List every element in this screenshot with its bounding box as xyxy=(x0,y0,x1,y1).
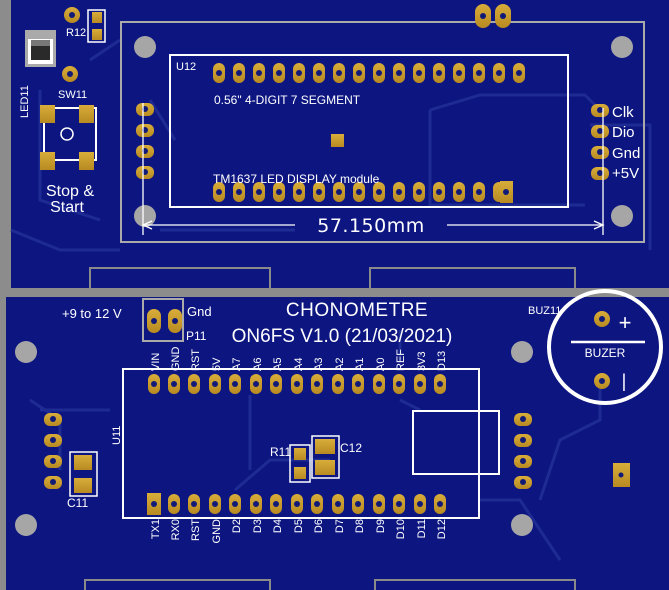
pin-label-top: A7 xyxy=(231,358,243,371)
pin-label-top: 3V3 xyxy=(416,351,428,371)
pin-label-top: A0 xyxy=(375,358,387,371)
pin-label-top: 5V xyxy=(211,357,223,371)
led11-label: LED11 xyxy=(19,85,31,118)
display-bottom-header xyxy=(213,181,513,203)
pin-label-bottom: D4 xyxy=(272,519,284,533)
display-top-header xyxy=(213,63,525,83)
buzzer-minus-label: | xyxy=(622,371,627,391)
pin-label-bottom: TX1 xyxy=(150,519,162,539)
pin-label-top: REF xyxy=(395,349,407,371)
pin-label-clk: Clk xyxy=(612,104,634,121)
display-module-outline xyxy=(120,21,645,243)
pin-label-bottom: D6 xyxy=(313,519,325,533)
pin-label-top: VIN xyxy=(150,353,162,371)
pin-label-bottom: D3 xyxy=(252,519,264,533)
mount-hole xyxy=(15,341,37,363)
led11 xyxy=(25,30,56,67)
pin-label-bottom: GND xyxy=(211,519,223,544)
arduino-ref-label: U11 xyxy=(111,426,123,445)
pin-label-bottom: D5 xyxy=(293,519,305,533)
pin-label-top: A1 xyxy=(354,358,366,371)
display-right-header xyxy=(591,104,609,180)
pin-label-bottom: D8 xyxy=(354,519,366,533)
pin-label-bottom: RX0 xyxy=(170,519,182,540)
display-title: 0.56" 4-DIGIT 7 SEGMENT xyxy=(214,93,361,107)
left-header xyxy=(44,413,62,489)
pin-label-bottom: D11 xyxy=(416,519,428,538)
right-header xyxy=(514,413,532,489)
bottom-board: CHONOMETRE ON6FS V1.0 (21/03/2021) +9 to… xyxy=(6,289,669,590)
mount-hole xyxy=(511,514,533,536)
buzzer-ref-label: BUZ11 xyxy=(528,305,561,317)
pin-label-top: A3 xyxy=(313,358,325,371)
sw11 xyxy=(40,105,97,170)
power-connector xyxy=(142,298,184,342)
edge-cutout xyxy=(374,579,576,590)
power-label: +9 to 12 V xyxy=(62,306,122,321)
pin-label-bottom: D9 xyxy=(375,519,387,533)
pin-label-bottom: D2 xyxy=(231,519,243,533)
buzzer-plus-label: + xyxy=(619,310,632,335)
top-right-pads xyxy=(475,4,511,28)
r11 xyxy=(289,444,311,483)
sw11-label: SW11 xyxy=(58,89,87,101)
display-ref-label: U12 xyxy=(176,61,196,73)
dimension-label: 57.150mm xyxy=(317,215,425,237)
pin-label-top: A4 xyxy=(293,358,305,371)
buzzer-label: BUZER xyxy=(585,346,626,360)
arduino-bottom-pins xyxy=(147,493,446,515)
r11-label: R11 xyxy=(270,445,291,459)
p11-label: P11 xyxy=(186,329,207,343)
pin-label-bottom: D7 xyxy=(334,519,346,533)
edge-cutout xyxy=(89,267,271,288)
pin-label-top: A2 xyxy=(334,358,346,371)
edge-cutout xyxy=(369,267,576,288)
arduino-outline xyxy=(122,368,480,519)
pin-label-5v: +5V xyxy=(612,165,639,182)
mount-hole xyxy=(611,205,633,227)
pin-label-gnd: Gnd xyxy=(612,145,640,162)
pin-label-top: D13 xyxy=(436,351,448,371)
mount-hole xyxy=(134,36,156,58)
c12 xyxy=(311,435,340,479)
usb-outline xyxy=(412,410,500,475)
board-title: CHONOMETRE xyxy=(286,300,428,321)
mount-hole xyxy=(15,514,37,536)
buzzer xyxy=(547,289,663,405)
edge-cutout xyxy=(84,579,271,590)
display-window-outline xyxy=(169,54,569,208)
pin-label-top: A6 xyxy=(252,358,264,371)
pin-label-top: A5 xyxy=(272,358,284,371)
display-subtitle: TM1637 LED DISPLAY module xyxy=(213,172,380,186)
power-gnd-label: Gnd xyxy=(187,304,212,319)
pin-label-bottom: RST xyxy=(190,519,202,541)
c12-label: C12 xyxy=(340,441,362,455)
arduino-top-pins xyxy=(148,374,446,394)
pin-label-bottom: D12 xyxy=(436,519,448,539)
board-gap xyxy=(0,288,669,297)
switch-label-line1: Stop & xyxy=(46,183,94,200)
display-center-pad xyxy=(331,134,344,147)
switch-label-line2: Start xyxy=(50,199,84,216)
c11-label: C11 xyxy=(67,496,88,510)
pin-label-dio: Dio xyxy=(612,124,635,141)
mount-hole xyxy=(511,341,533,363)
c11 xyxy=(69,451,98,497)
r12-label: R12 xyxy=(66,27,86,39)
top-board: U12 0.56" 4-DIGIT 7 SEGMENT TM1637 LED D… xyxy=(10,0,669,288)
mount-hole xyxy=(611,36,633,58)
pin-label-top: RST xyxy=(190,349,202,371)
r12 xyxy=(62,7,106,82)
board-version: ON6FS V1.0 (21/03/2021) xyxy=(232,326,453,347)
pin-label-top: GND xyxy=(170,347,182,372)
pin-label-bottom: D10 xyxy=(395,519,407,539)
